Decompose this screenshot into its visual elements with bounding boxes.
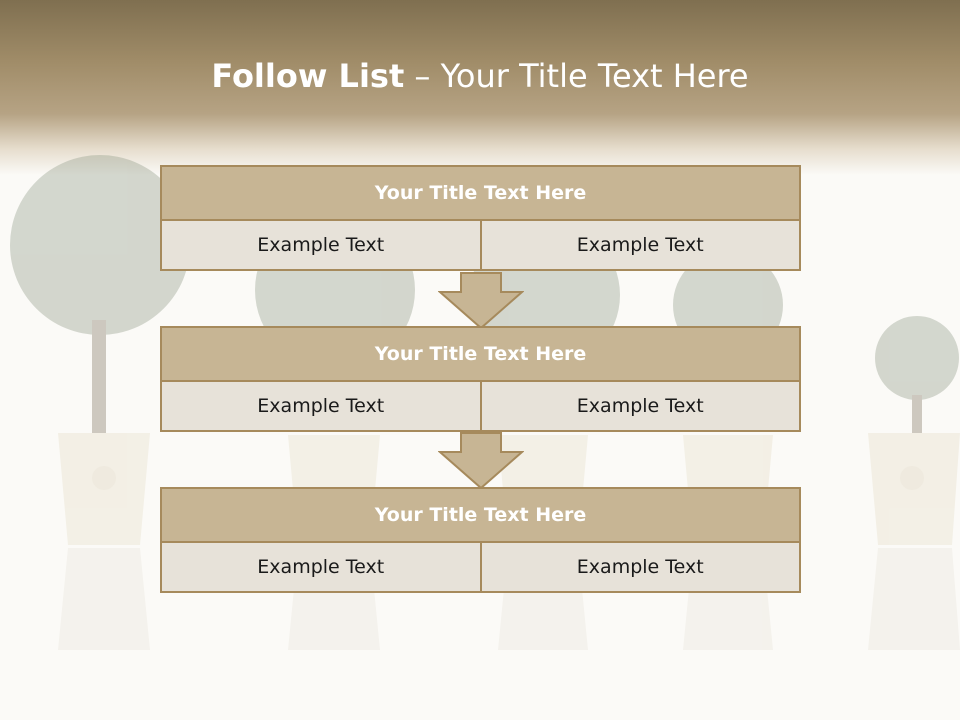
header-band: [0, 0, 960, 175]
down-arrow-icon: [438, 272, 524, 330]
step-block-2: Your Title Text Here Example Text Exampl…: [160, 326, 801, 432]
step-cell-left: Example Text: [257, 556, 385, 578]
step-block-3: Your Title Text Here Example Text Exampl…: [160, 487, 801, 593]
slide-title-rest: – Your Title Text Here: [404, 57, 749, 95]
topiary-tree-icon: [10, 155, 190, 545]
step-cell-right: Example Text: [479, 221, 800, 269]
slide-title: Follow List – Your Title Text Here: [0, 52, 960, 100]
step-row: Example Text Example Text: [160, 543, 801, 593]
step-cell-left: Example Text: [257, 395, 385, 417]
topiary-tree-icon: [868, 316, 960, 545]
step-title: Your Title Text Here: [160, 326, 801, 382]
step-title: Your Title Text Here: [160, 165, 801, 221]
down-arrow-icon: [438, 432, 524, 490]
step-cell-right: Example Text: [479, 543, 800, 591]
slide-title-bold: Follow List: [211, 57, 405, 95]
step-cell-right: Example Text: [479, 382, 800, 430]
step-title: Your Title Text Here: [160, 487, 801, 543]
step-row: Example Text Example Text: [160, 221, 801, 271]
step-block-1: Your Title Text Here Example Text Exampl…: [160, 165, 801, 271]
step-cell-left: Example Text: [257, 234, 385, 256]
step-row: Example Text Example Text: [160, 382, 801, 432]
